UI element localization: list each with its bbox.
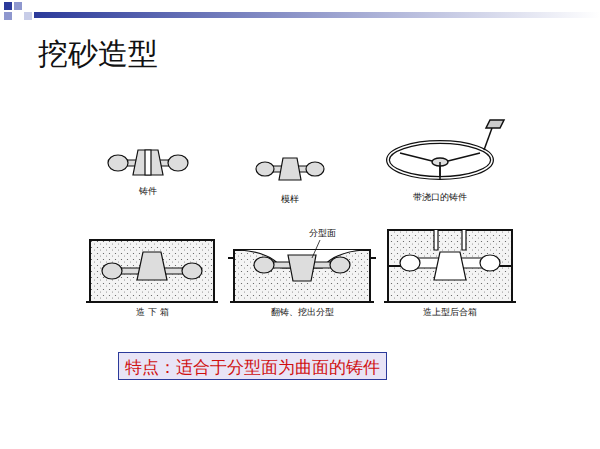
slide-title: 挖砂造型: [38, 36, 158, 72]
figure-caption: 铸件: [138, 186, 158, 197]
figure-caption: 造上型后合箱: [422, 307, 478, 318]
figure-caption: 模样: [280, 194, 300, 205]
feature-text: 特点：适合于分型面为曲面的铸件: [125, 357, 380, 377]
lower-flask: [86, 240, 218, 302]
feature-box: 特点：适合于分型面为曲面的铸件: [118, 352, 387, 380]
assembled-flask: [384, 230, 516, 302]
header-decoration: [4, 2, 600, 20]
figure-caption: 带浇口的铸件: [412, 192, 468, 203]
pattern-figure: [256, 158, 324, 180]
figure-caption: 翻铸、挖出分型: [270, 307, 335, 318]
handwheel-figure: [388, 120, 504, 180]
figure-caption: 分型面: [308, 228, 337, 239]
flipped-flask: [228, 240, 376, 302]
casting-figure: [108, 150, 188, 175]
figure-caption: 造 下 箱: [135, 307, 170, 318]
